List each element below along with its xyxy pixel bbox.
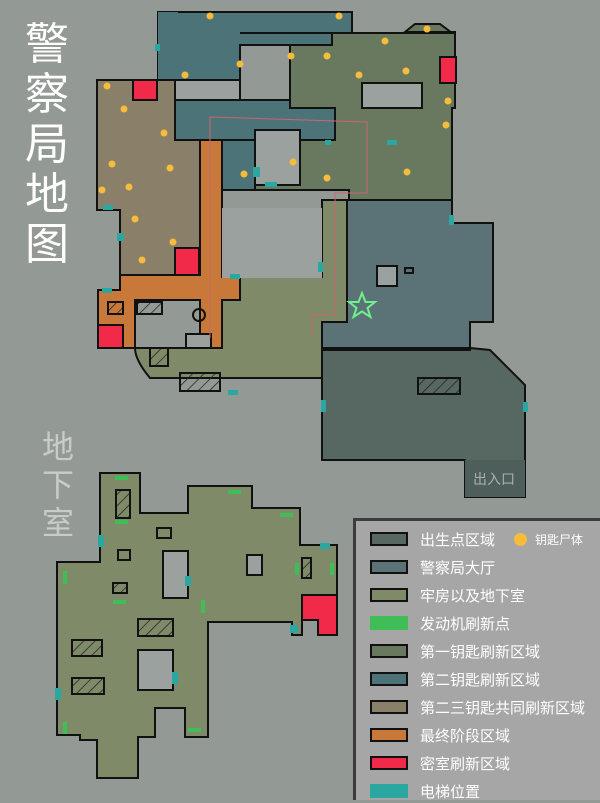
legend-swatch xyxy=(370,756,408,770)
title-char: 局 xyxy=(25,119,69,170)
engine-spawn-markers xyxy=(63,476,334,734)
legend-item-key2: 第二钥匙刷新区域 xyxy=(370,667,540,691)
title-char: 地 xyxy=(41,428,74,466)
legend-item-elevator: 电梯位置 xyxy=(370,779,480,803)
map-legend: 钥匙尸体 出生点区域 警察局大厅 牢房以及地下室 发动机刷新点 第一钥匙刷新区域… xyxy=(353,518,600,803)
elevator-markers xyxy=(102,44,528,412)
legend-key-corpse-label: 钥匙尸体 xyxy=(535,533,584,547)
legend-label: 电梯位置 xyxy=(420,782,481,801)
police-station-floor xyxy=(96,11,528,498)
legend-swatch xyxy=(370,672,408,686)
legend-swatch xyxy=(370,616,408,630)
map-title-basement: 地 下 室 xyxy=(38,428,78,542)
legend-label: 第二钥匙刷新区域 xyxy=(420,670,541,689)
legend-item-key23: 第二三钥匙共同刷新区域 xyxy=(370,695,585,719)
legend-label: 警察局大厅 xyxy=(420,558,496,577)
legend-item-key1: 第一钥匙刷新区域 xyxy=(370,639,540,663)
legend-label: 出生点区域 xyxy=(420,530,496,549)
legend-item-secret: 密室刷新区域 xyxy=(370,751,510,775)
title-char: 室 xyxy=(41,504,74,542)
legend-item-cells: 牢房以及地下室 xyxy=(370,583,525,607)
title-char: 下 xyxy=(41,466,74,504)
basement-floor xyxy=(55,472,338,779)
legend-label: 密室刷新区域 xyxy=(420,754,511,773)
title-char: 警 xyxy=(25,19,69,70)
legend-swatch xyxy=(370,560,408,574)
title-char: 地 xyxy=(25,169,69,220)
map-title-police-station: 警 察 局 地 图 xyxy=(22,20,72,270)
legend-item-hall: 警察局大厅 xyxy=(370,555,495,579)
title-char: 图 xyxy=(25,219,69,270)
legend-item-spawn: 出生点区域 xyxy=(370,527,495,551)
key-corpse-dot-icon xyxy=(514,533,527,546)
legend-key-corpse: 钥匙尸体 xyxy=(514,531,583,548)
legend-label: 第一钥匙刷新区域 xyxy=(420,642,541,661)
legend-item-final: 最终阶段区域 xyxy=(370,723,510,747)
legend-swatch xyxy=(370,784,408,798)
legend-swatch xyxy=(370,644,408,658)
legend-label: 第二三钥匙共同刷新区域 xyxy=(420,698,586,717)
legend-item-engine: 发动机刷新点 xyxy=(370,611,510,635)
legend-swatch xyxy=(370,532,408,546)
title-char: 察 xyxy=(25,69,69,120)
spawn-star-icon xyxy=(346,290,378,320)
legend-swatch xyxy=(370,728,408,742)
basement-elevators xyxy=(55,535,330,700)
legend-label: 发动机刷新点 xyxy=(420,614,511,633)
key-corpse-markers xyxy=(98,12,452,264)
legend-swatch xyxy=(370,588,408,602)
legend-swatch xyxy=(370,700,408,714)
legend-label: 最终阶段区域 xyxy=(420,726,511,745)
legend-label: 牢房以及地下室 xyxy=(420,586,526,605)
exit-label: 出入口 xyxy=(473,472,515,488)
